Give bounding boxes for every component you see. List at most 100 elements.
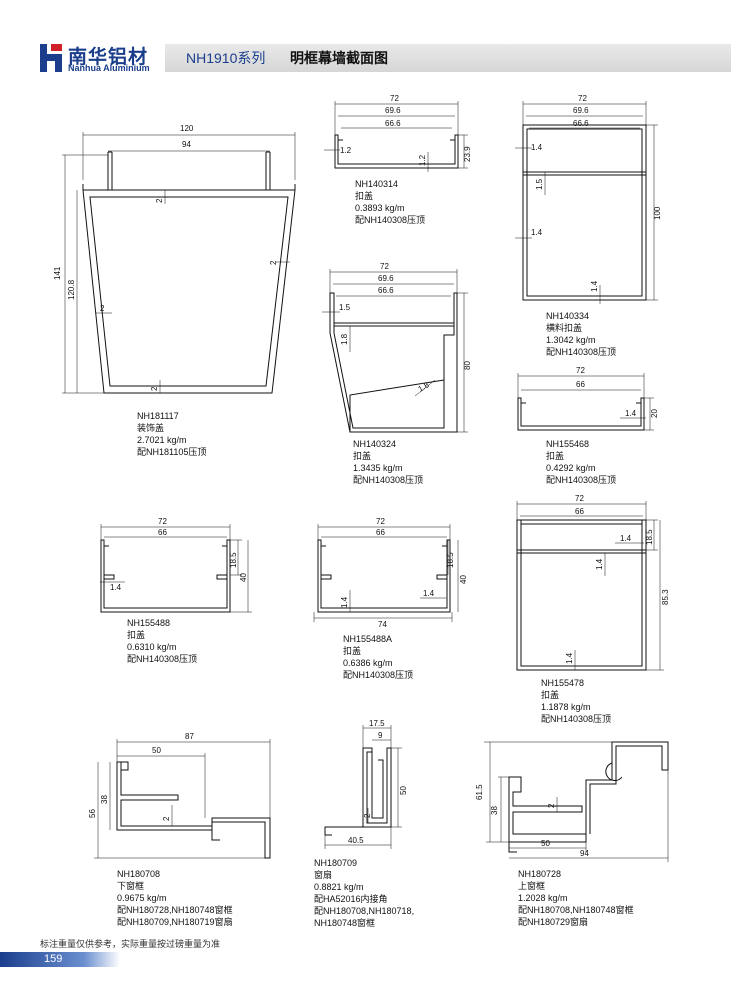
profile-note: 配NH140308压顶 [541,714,612,724]
profile-code: NH155488 [127,618,171,628]
dim-label: 40.5 [348,836,364,845]
profile-name: 扣盖 [343,646,362,656]
profile-name: 横料扣盖 [546,323,583,333]
profile-code: NH180728 [518,869,562,879]
dim-label: 120.8 [67,279,76,300]
dim-label: 1.4 [531,228,543,237]
dim-label: 1.4 [620,534,632,543]
dim-label: 1.4 [531,143,543,152]
dim-label: 66.6 [385,119,401,128]
profile-name: 扣盖 [546,451,565,461]
profile-weight: 0.9675 kg/m [117,893,167,903]
profile-name: 扣盖 [355,191,374,201]
dim-label: 1.5 [339,303,351,312]
profile-code: NH180708 [117,869,161,879]
weight-disclaimer: 标注重量仅供参考，实际重量按过磅重量为准 [40,939,221,949]
dim-label: 72 [578,94,587,103]
dim-label: 1.2 [340,146,352,155]
dim-label: 94 [182,140,191,149]
dim-label: 74 [378,620,387,629]
dim-label: 72 [390,94,399,103]
dim-label: 50 [152,746,161,755]
profile-code: NH155468 [546,439,590,449]
dim-label: 66.6 [573,119,589,128]
brand-logo-icon [40,44,62,72]
profile-caption: NH155478 扣盖 1.1878 kg/m 配NH140308压顶 [541,677,611,725]
dim-label: 50 [541,839,550,848]
dim-label: 56 [88,809,97,818]
dim-label: 1.4 [595,558,604,570]
dim-label: 1.4 [110,583,122,592]
profile-weight: 0.3893 kg/m [355,203,405,213]
dim-label: 2 [100,304,105,313]
profile-name: 窗扇 [314,870,333,880]
profile-name: 扣盖 [127,630,146,640]
profile-note: NH180748窗框 [314,918,376,928]
profile-code: NH155488A [343,634,393,644]
profile-caption: NH140334 横料扣盖 1.3042 kg/m 配NH140308压顶 [546,310,616,358]
profile-name: 扣盖 [353,451,372,461]
profile-code: NH181117 [137,411,179,421]
profile-drawing-nh140334: 72 69.6 66.6 1.4 1.5 100 1.4 1.4 [515,94,662,304]
dim-label: 69.6 [378,274,394,283]
profile-note: 配NH140308压顶 [546,475,617,485]
dim-label: 80 [463,361,472,370]
profile-caption: NH155488A 扣盖 0.6386 kg/m 配NH140308压顶 [343,633,413,681]
profile-weight: 1.3435 kg/m [353,463,403,473]
profile-weight: 1.1878 kg/m [541,702,591,712]
dim-label: 1.8 [340,333,349,345]
dim-label: 69.6 [385,106,401,115]
dim-label: 18.5 [229,552,238,568]
profile-code: NH180709 [314,858,358,868]
profile-code: NH140334 [546,311,590,321]
profile-caption: NH180728 上窗框 1.2028 kg/m 配NH180708,NH180… [518,868,634,928]
brand-name-en: Nanhua Aluminium [68,63,150,73]
dim-label: 85.3 [661,589,670,605]
dim-label: 38 [100,795,109,804]
profile-note: 配NH180709,NH180719窗扇 [117,917,233,927]
header-band [165,44,731,72]
profile-drawing-nh180709: 17.5 9 50 2 40.5 [324,719,408,849]
profile-drawing-nh181117: 120 94 141 120.8 2 2 2 2 [53,124,296,394]
dim-label: 1.5 [535,178,544,190]
dim-label: 66 [576,380,585,389]
profile-caption: NH180709 窗扇 0.8821 kg/m 配HA52016内接角 配NH1… [314,857,414,929]
profile-note: 配NH140308压顶 [353,475,424,485]
profile-caption: NH181117 装饰盖 2.7021 kg/m 配NH181105压顶 [137,410,206,458]
profile-caption: NH180708 下窗框 0.9675 kg/m 配NH180728,NH180… [117,868,233,928]
profile-drawing-nh155488a: 72 66 18.5 40 1.4 1.4 74 [313,517,468,629]
profile-caption: NH140314 扣盖 0.3893 kg/m 配NH140308压顶 [355,178,425,226]
profile-drawing-nh140314: 72 69.6 66.6 1.2 1.2 23.9 [324,94,472,172]
dim-label: 2 [155,198,164,203]
profile-drawing-nh155478: 72 66 18.5 1.4 1.4 85.3 1.4 [516,494,670,671]
profile-weight: 0.8821 kg/m [314,882,364,892]
dim-label: 17.5 [369,719,385,728]
dim-label: 2 [162,816,171,821]
profile-note: 配NH140308压顶 [343,670,414,680]
profile-drawing-nh180708: 87 50 38 56 2 [88,732,271,859]
profile-note: 配NH140308压顶 [127,654,198,664]
profile-code: NH155478 [541,678,585,688]
dim-label: 40 [459,575,468,584]
dim-label: 72 [576,366,585,375]
page-title: 明框幕墙截面图 [290,50,388,66]
profile-caption: NH155488 扣盖 0.6310 kg/m 配NH140308压顶 [127,617,197,665]
profile-name: 下窗框 [117,881,145,891]
dim-label: 1.4 [423,589,435,598]
profile-note: 配NH180708,NH180718, [314,906,415,916]
dim-label: 1.4 [590,280,599,292]
profile-drawing-nh180728: 61.5 38 2 50 94 [475,741,669,862]
profile-caption: NH140324 扣盖 1.3435 kg/m 配NH140308压顶 [353,438,423,486]
profile-weight: 1.3042 kg/m [546,335,596,345]
profile-note: 配NH180729窗扇 [518,917,589,927]
dim-label: 72 [575,494,584,503]
dim-label: 50 [399,786,408,795]
profile-weight: 0.4292 kg/m [546,463,596,473]
profile-weight: 0.6386 kg/m [343,658,393,668]
profile-code: NH140314 [355,179,399,189]
dim-label: 100 [653,206,662,220]
dim-label: 1.4 [565,652,574,664]
dim-label: 1.4 [340,596,349,608]
dim-label: 72 [376,517,385,526]
profile-name: 装饰盖 [137,423,165,433]
